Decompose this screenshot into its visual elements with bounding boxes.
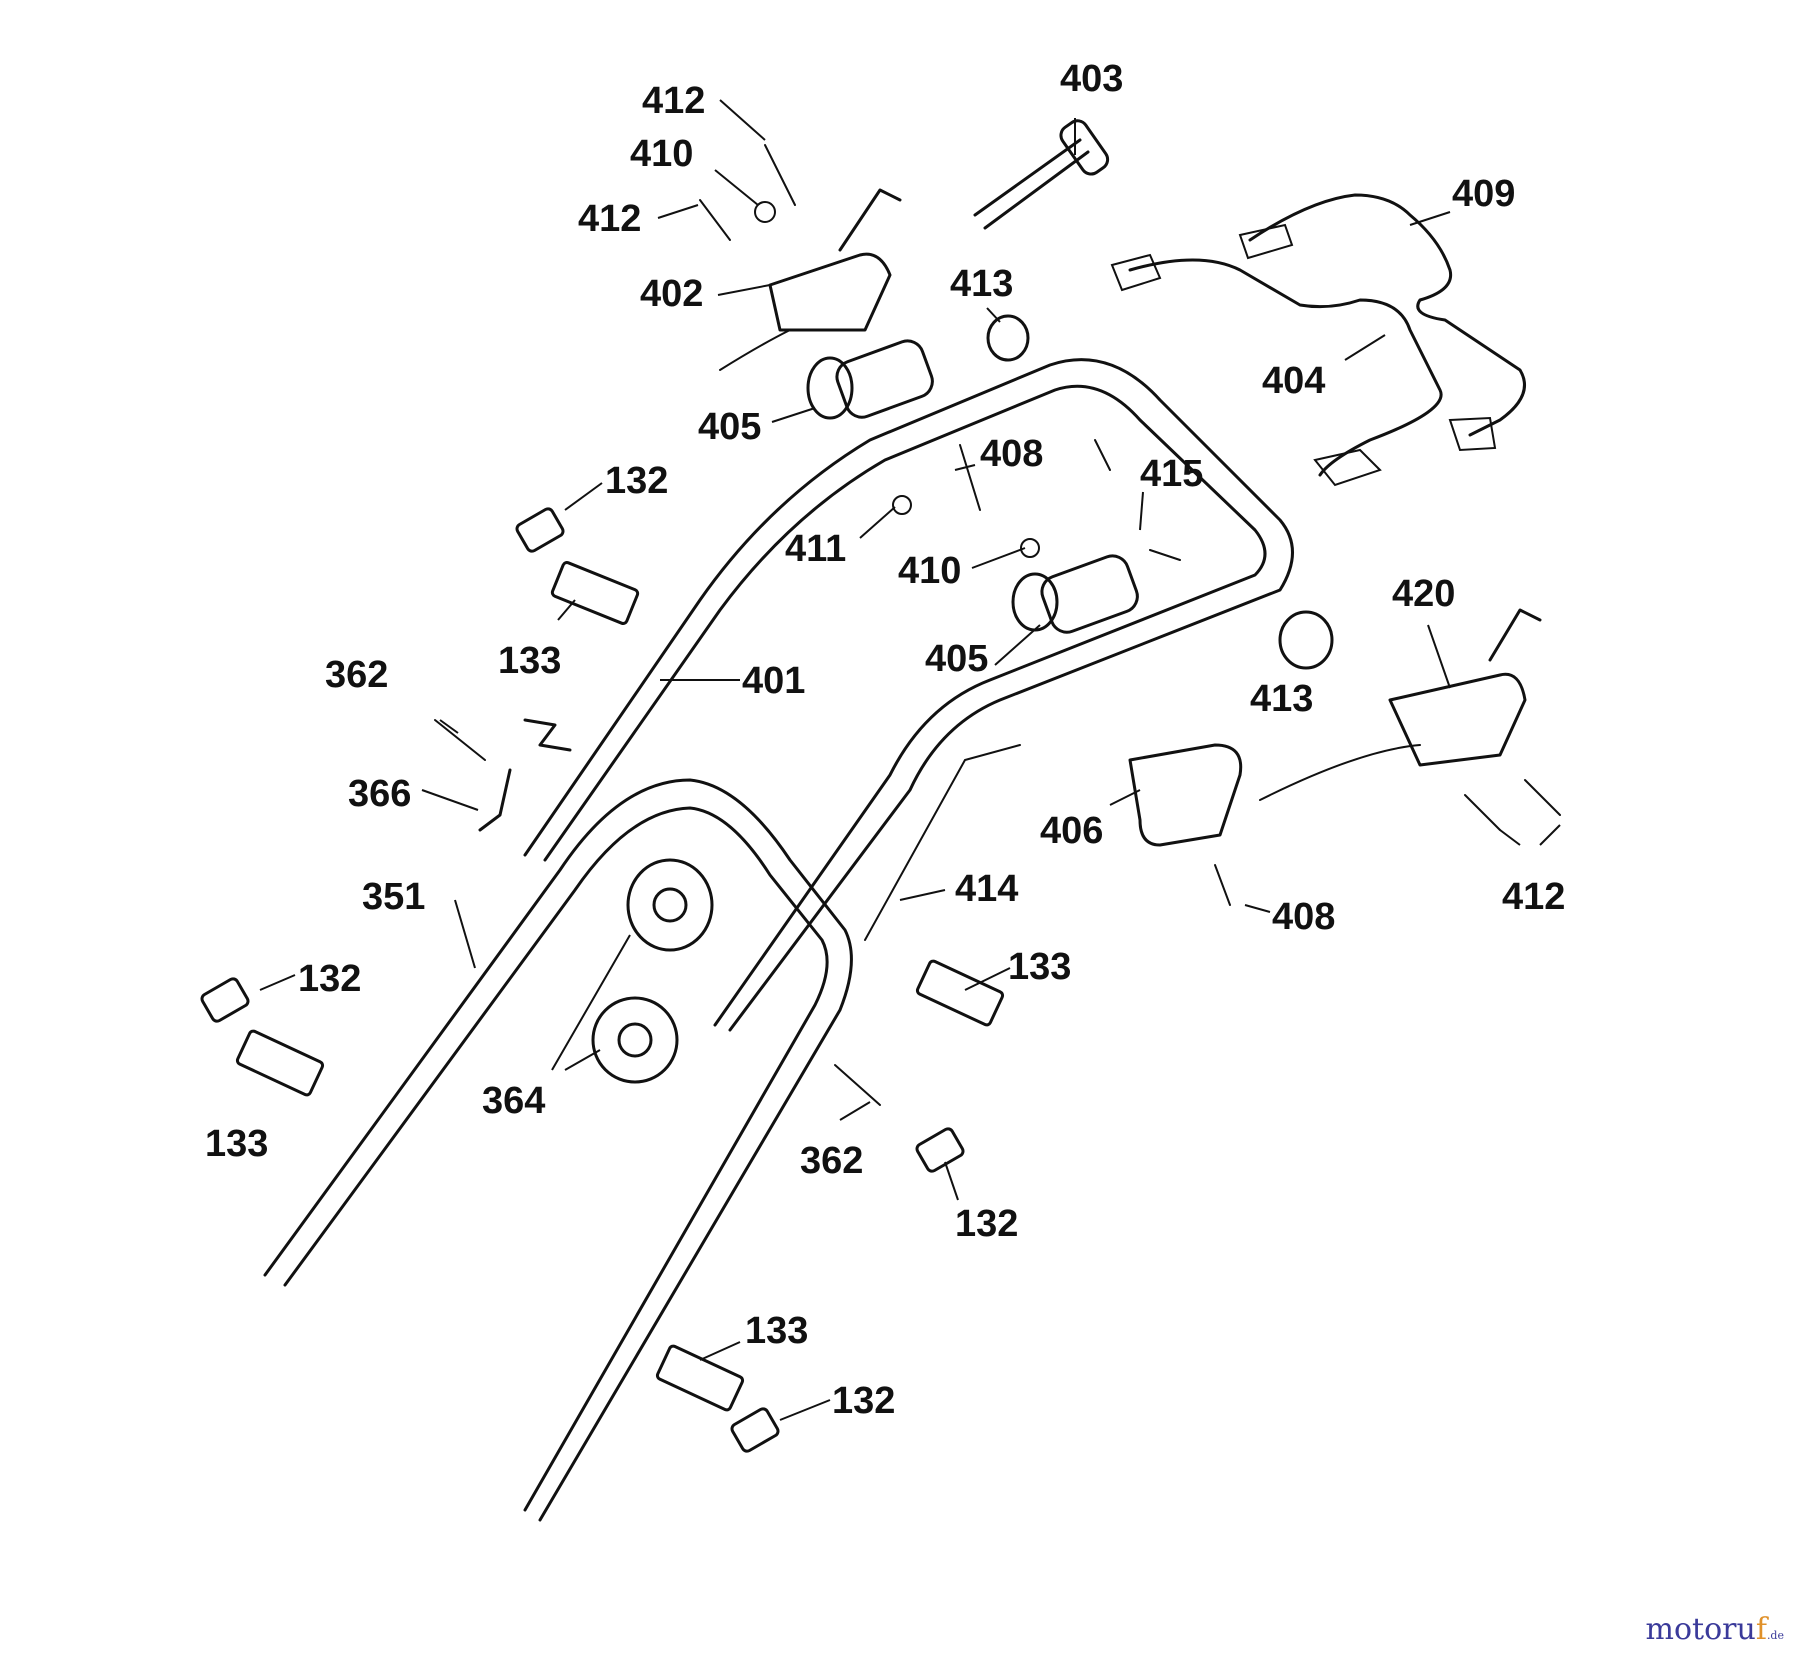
callout-364: 364	[482, 1080, 546, 1122]
callout-412: 412	[642, 80, 706, 122]
leader-lines	[259, 99, 1561, 1421]
callout-410: 410	[898, 550, 962, 592]
clamp-part-405-upper	[806, 339, 934, 420]
upper-handle-part-401	[523, 358, 1294, 1032]
watermark-logo: motoruf.de	[1646, 1612, 1784, 1647]
callout-406: 406	[1040, 810, 1104, 852]
callout-132: 132	[605, 460, 669, 502]
callout-404: 404	[1262, 360, 1326, 402]
callout-402: 402	[640, 273, 704, 315]
callout-413: 413	[950, 263, 1014, 305]
bracket-part-406	[1128, 743, 1243, 847]
callout-409: 409	[1452, 173, 1516, 215]
callout-412: 412	[578, 198, 642, 240]
callout-415: 415	[1140, 453, 1204, 495]
star-washer-part-413	[986, 314, 1030, 362]
callout-133: 133	[498, 640, 562, 682]
bail-part-409	[1238, 193, 1526, 452]
watermark-main: motoru	[1645, 1612, 1756, 1647]
callout-132: 132	[298, 958, 362, 1000]
callout-401: 401	[742, 660, 806, 702]
callout-410: 410	[630, 133, 694, 175]
lower-handle-part-351	[263, 778, 853, 1522]
callout-413: 413	[1250, 678, 1314, 720]
callout-405: 405	[925, 638, 989, 680]
screws-and-nuts	[434, 144, 1561, 1106]
handle-knob-part-364	[591, 858, 714, 1084]
callout-133: 133	[205, 1123, 269, 1165]
callout-420: 420	[1392, 573, 1456, 615]
watermark-accent: f	[1755, 1612, 1767, 1647]
callout-133: 133	[745, 1310, 809, 1352]
callout-408: 408	[1272, 896, 1336, 938]
cap-part-413	[1278, 610, 1334, 670]
callout-412: 412	[1502, 876, 1566, 918]
callout-133: 133	[1008, 946, 1072, 988]
control-lever-part-420	[1259, 608, 1542, 801]
clamp-part-405-lower	[1011, 554, 1139, 634]
callout-405: 405	[698, 406, 762, 448]
callout-362: 362	[800, 1140, 864, 1182]
callout-132: 132	[955, 1203, 1019, 1245]
callout-366: 366	[348, 773, 412, 815]
pin-part-403	[973, 119, 1110, 230]
callout-362: 362	[325, 654, 389, 696]
clip-part-132	[200, 507, 965, 1453]
callout-403: 403	[1060, 58, 1124, 100]
callout-414: 414	[955, 868, 1019, 910]
control-lever-part-402	[719, 188, 902, 371]
cable-part-414	[864, 744, 1021, 941]
bail-part-404	[1110, 253, 1443, 487]
callout-132: 132	[832, 1380, 896, 1422]
callout-408: 408	[980, 433, 1044, 475]
callout-351: 351	[362, 876, 426, 918]
callout-411: 411	[785, 528, 847, 570]
cover-part-133	[235, 561, 1005, 1412]
watermark-tld: .de	[1766, 1629, 1784, 1642]
